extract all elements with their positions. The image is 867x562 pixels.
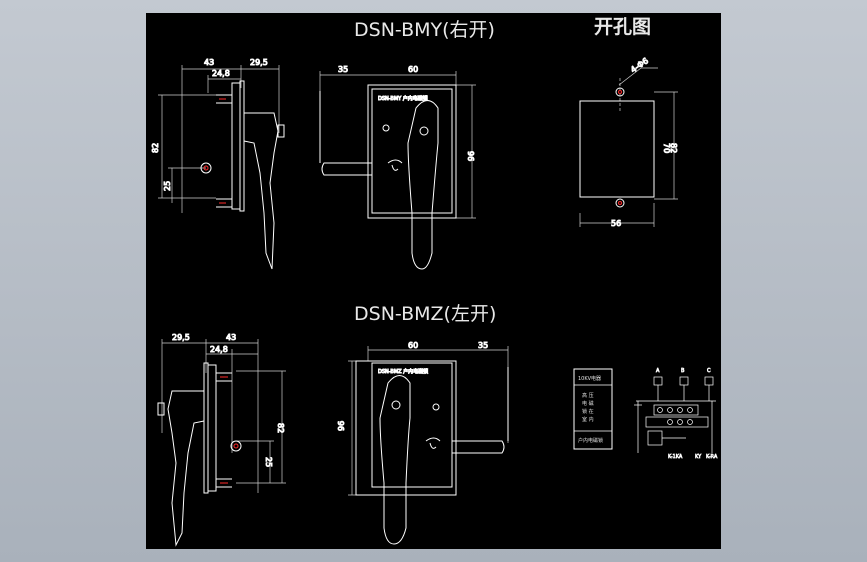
nameplate-row: 锁 在 <box>582 408 594 415</box>
dim-60-top-front: 60 <box>408 65 418 74</box>
dim-70: 70 <box>662 143 671 153</box>
wiring-bottom-label: K-1KA <box>668 454 683 460</box>
nameplate-row: 高 压 <box>582 392 594 399</box>
plate-label-top: DSN-BMY 户内电磁锁 <box>378 95 428 102</box>
right-side-view: 43 24,8 29,5 82 25 <box>151 58 285 270</box>
title-right-open: DSN-BMY(右开) <box>354 19 495 41</box>
dim-43-top: 43 <box>204 58 214 67</box>
dim-hole: 4-Φ6 <box>629 56 650 74</box>
drawing-svg: DSN-BMY(右开) 开孔图 DSN-BMZ(左开) 43 24,8 29,5… <box>151 16 718 547</box>
dim-25-bottom-side: 25 <box>264 457 273 467</box>
nameplate-row: 电 磁 <box>582 400 594 407</box>
title-left-open: DSN-BMZ(左开) <box>354 303 496 325</box>
wiring-bottom-label: KY <box>695 454 702 460</box>
dim-56: 56 <box>611 219 621 228</box>
dim-82-top-side: 82 <box>151 143 160 153</box>
dim-35-bottom-front: 35 <box>478 341 488 350</box>
nameplate-panel: 10KV电器 高 压 电 磁 锁 在 室 内 户内电磁锁 <box>573 368 613 450</box>
dim-25-top-side: 25 <box>163 181 172 191</box>
cad-drawing-canvas: DSN-BMY(右开) 开孔图 DSN-BMZ(左开) 43 24,8 29,5… <box>146 13 721 549</box>
right-front-view: 35 60 96 DSN-BMY 户内电磁锁 <box>319 65 476 270</box>
dim-96-top-front: 96 <box>466 151 475 161</box>
dim-96-bottom-front: 96 <box>337 421 346 431</box>
plate-label-bottom: DSN-BMZ 户内电磁锁 <box>378 368 428 375</box>
dim-24-8-top: 24,8 <box>212 69 230 78</box>
cutout-view: 4-Φ6 70 82 56 <box>579 56 679 229</box>
nameplate-header: 10KV电器 <box>578 375 601 382</box>
dim-29-5-bottom: 29,5 <box>172 333 190 342</box>
wiring-label-a: A <box>656 368 660 374</box>
wiring-label-c: C <box>707 368 711 374</box>
dim-29-5-top: 29,5 <box>250 58 268 67</box>
left-side-view: 29,5 43 24,8 82 25 <box>157 333 286 547</box>
dim-35-top-front: 35 <box>338 65 348 74</box>
dim-43-bottom: 43 <box>226 333 236 342</box>
wiring-diagram: A B C K-1KA KY K-RA <box>634 368 718 460</box>
dim-24-8-bottom: 24,8 <box>210 345 228 354</box>
wiring-bottom-label: K-RA <box>706 454 718 460</box>
left-front-view: 60 35 96 DSN-BMZ 户内电磁锁 <box>337 341 509 545</box>
nameplate-footer: 户内电磁锁 <box>578 437 603 444</box>
title-cutout: 开孔图 <box>594 16 651 38</box>
dim-82-cutout: 82 <box>669 143 678 153</box>
nameplate-row: 室 内 <box>582 416 594 423</box>
wiring-label-b: B <box>681 368 685 374</box>
dim-60-bottom-front: 60 <box>408 341 418 350</box>
dim-82-bottom-side: 82 <box>276 423 285 433</box>
